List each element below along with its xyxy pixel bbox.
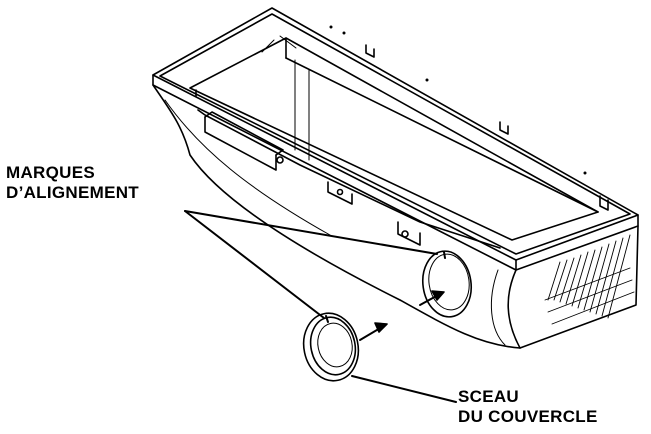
ribbed-end-panel bbox=[544, 234, 635, 325]
leader-to-seal-mark bbox=[184, 210, 325, 319]
tub-interior bbox=[197, 35, 599, 249]
cover-seal-ring bbox=[302, 312, 360, 382]
cover-seal-label: SCEAU DU COUVERCLE bbox=[458, 387, 598, 427]
tub-rim bbox=[152, 7, 639, 271]
seal-opening bbox=[421, 250, 473, 318]
rim-dots bbox=[329, 25, 587, 175]
alignment-marks-label-line1: MARQUES bbox=[6, 163, 95, 182]
mounting-brackets bbox=[204, 44, 609, 246]
leader-to-seal bbox=[351, 375, 457, 403]
cover-seal-label-line2: DU COUVERCLE bbox=[458, 407, 598, 426]
alignment-marks-label-line2: D’ALIGNEMENT bbox=[6, 183, 139, 202]
leader-lines bbox=[184, 210, 457, 403]
tub-body bbox=[152, 84, 639, 349]
direction-arrows bbox=[359, 290, 445, 341]
leader-to-opening-mark bbox=[184, 210, 438, 255]
alignment-marks-label: MARQUES D’ALIGNEMENT bbox=[6, 163, 139, 203]
cover-seal-label-line1: SCEAU bbox=[458, 387, 520, 406]
